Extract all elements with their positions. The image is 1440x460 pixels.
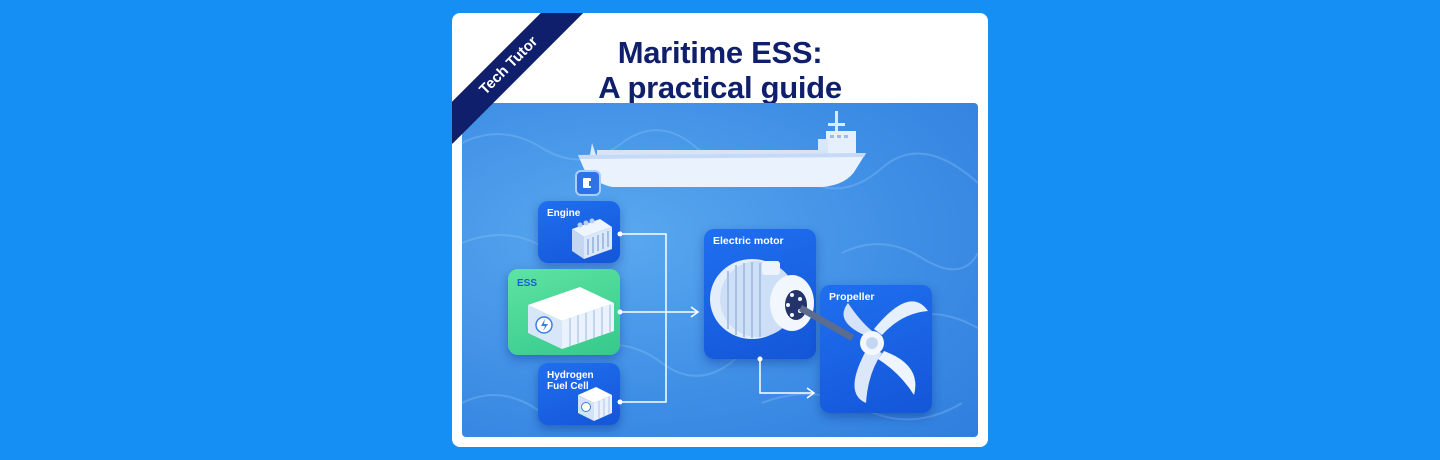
engine-label: Engine — [547, 208, 581, 219]
ship-icon — [578, 111, 866, 187]
engine-node: Engine — [538, 201, 620, 263]
fuel-cell-node: Hydrogen Fuel Cell — [538, 363, 620, 425]
promo-card: Maritime ESS: A practical guide — [452, 13, 988, 447]
title-line-2: A practical guide — [598, 70, 842, 105]
motor-node: Electric motor — [704, 229, 816, 359]
ess-label: ESS — [517, 278, 538, 289]
water-background — [462, 111, 978, 421]
motor-label: Electric motor — [713, 235, 784, 247]
fuel-cell-label-line1: Hydrogen — [547, 370, 594, 381]
fuel-cell-label: Hydrogen Fuel Cell — [547, 370, 594, 392]
diagram-panel: Engine ESS — [462, 103, 978, 437]
marker-icon — [575, 170, 601, 196]
title-line-1: Maritime ESS: — [617, 35, 823, 70]
engine-icon — [572, 218, 612, 259]
ess-node: ESS — [508, 269, 620, 355]
propeller-label: Propeller — [829, 291, 875, 303]
fuel-cell-label-line2: Fuel Cell — [547, 381, 589, 392]
propeller-node: Propeller — [820, 285, 932, 413]
page-title: Maritime ESS: A practical guide — [452, 35, 988, 105]
battery-container-icon — [528, 287, 614, 349]
fuel-cell-icon — [578, 387, 612, 421]
